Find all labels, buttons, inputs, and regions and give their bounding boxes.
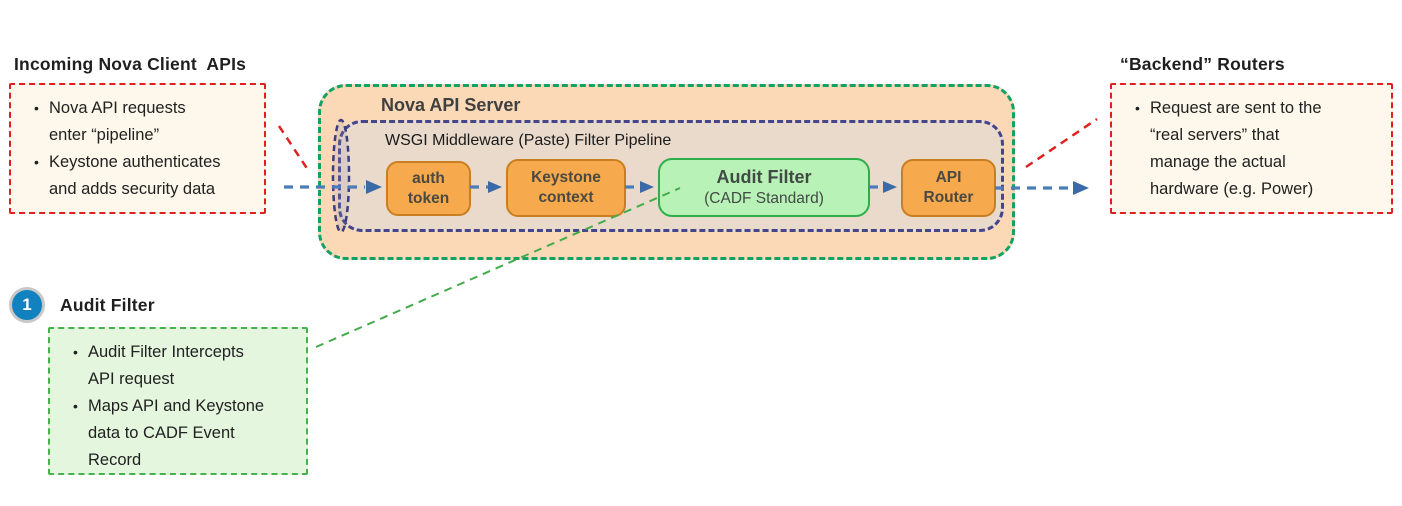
audit-note-title: Audit Filter xyxy=(60,295,155,315)
stage-api-router: API Router xyxy=(901,159,996,217)
audit-filter-box-title: Audit Filter xyxy=(716,167,812,187)
wsgi-pipeline-label: WSGI Middleware (Paste) Filter Pipeline xyxy=(385,132,672,149)
stage-auth-token: auth token xyxy=(386,161,471,216)
wsgi-pipeline-container: WSGI Middleware (Paste) Filter Pipeline … xyxy=(338,120,1004,232)
stage-audit-filter: Audit Filter (CADF Standard) xyxy=(658,158,870,217)
audit-filter-box-subtitle: (CADF Standard) xyxy=(704,190,824,207)
incoming-note-title: Incoming Nova Client APIs xyxy=(14,54,247,74)
note-bullet: Maps API and Keystone data to CADF Event… xyxy=(71,393,302,474)
note-bullet: Keystone authenticates and adds security… xyxy=(32,149,260,203)
backend-note-box: Request are sent to the “real servers” t… xyxy=(1110,83,1393,214)
nova-api-server-container: Nova API Server WSGI Middleware (Paste) … xyxy=(318,84,1015,260)
audit-note-box: Audit Filter Intercepts API request Maps… xyxy=(48,327,308,475)
backend-note-title: “Backend” Routers xyxy=(1120,54,1285,74)
annotation-line-incoming xyxy=(277,125,310,171)
stage-keystone-context: Keystone context xyxy=(506,159,626,217)
note-bullet: Request are sent to the “real servers” t… xyxy=(1133,95,1387,203)
audit-bullet-list: Audit Filter Intercepts API request Maps… xyxy=(50,329,306,474)
note-bullet: Nova API requests enter “pipeline” xyxy=(32,95,260,149)
step-1-badge: 1 xyxy=(9,287,45,323)
nova-api-server-label: Nova API Server xyxy=(381,95,521,115)
annotation-line-backend xyxy=(1025,117,1098,169)
note-bullet: Audit Filter Intercepts API request xyxy=(71,339,302,393)
incoming-bullet-list: Nova API requests enter “pipeline” Keyst… xyxy=(11,85,264,203)
incoming-note-box: Nova API requests enter “pipeline” Keyst… xyxy=(9,83,266,214)
backend-bullet-list: Request are sent to the “real servers” t… xyxy=(1112,85,1391,203)
